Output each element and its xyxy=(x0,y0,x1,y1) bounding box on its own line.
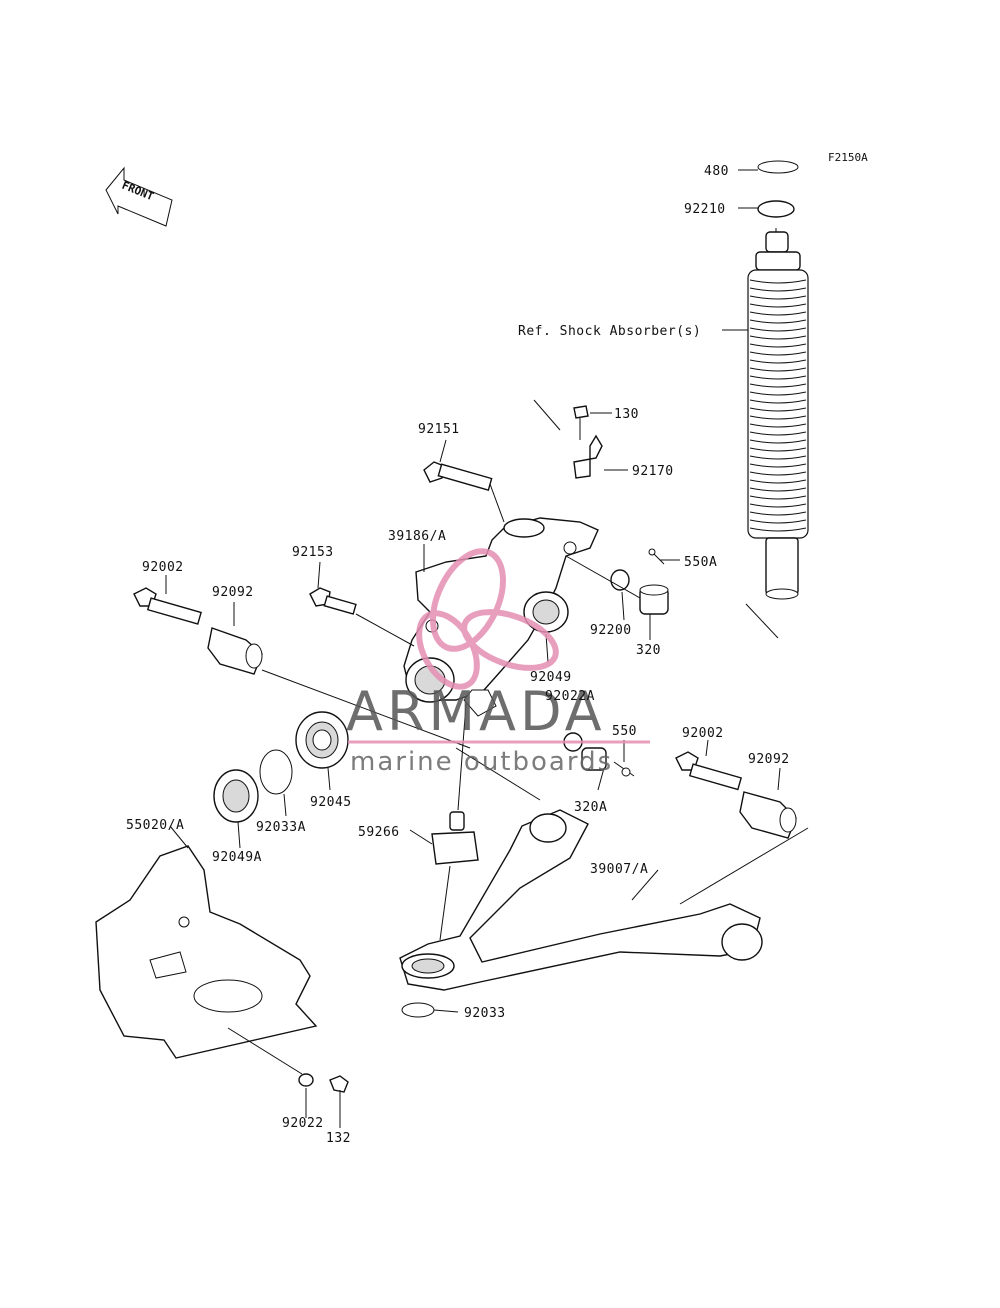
spring-coil xyxy=(749,391,807,396)
clamp-92170 xyxy=(573,434,603,479)
label-92153: 92153 xyxy=(292,545,334,560)
watermark-title: ARMADA xyxy=(346,680,606,743)
spring-coil xyxy=(749,351,807,356)
leader-lines xyxy=(165,169,781,1128)
skid-plate-55020A xyxy=(95,845,318,1059)
label-shock-ref: Ref. Shock Absorber(s) xyxy=(518,324,701,339)
part-labels: 480 92210 Ref. Shock Absorber(s) 130 921… xyxy=(126,164,790,1146)
front-arrow-icon: FRONT xyxy=(105,166,173,227)
bolt-92002-right xyxy=(675,751,743,791)
spring-coil xyxy=(749,487,807,492)
spring-coil xyxy=(749,415,807,420)
label-480: 480 xyxy=(704,164,729,179)
spring-coil xyxy=(749,495,807,500)
nut-320 xyxy=(639,584,669,615)
bearing-92045 xyxy=(295,711,349,769)
spring-coil xyxy=(749,455,807,460)
spring-coil xyxy=(749,335,807,340)
spring-coil xyxy=(749,503,807,508)
label-92002-left: 92002 xyxy=(142,560,184,575)
spring-coil xyxy=(749,431,807,436)
spring-coil xyxy=(749,303,807,308)
label-92049: 92049 xyxy=(530,670,572,685)
spring-coil xyxy=(749,367,807,372)
label-320A: 320A xyxy=(574,800,607,815)
spring-coil xyxy=(749,375,807,380)
label-92022A: 92022A xyxy=(545,689,595,704)
spring-coil xyxy=(749,471,807,476)
spring-coil xyxy=(749,463,807,468)
spring-coil xyxy=(749,311,807,316)
label-55020A: 55020/A xyxy=(126,818,184,833)
label-132: 132 xyxy=(326,1131,351,1146)
label-92002-right: 92002 xyxy=(682,726,724,741)
nut-320A xyxy=(581,747,607,771)
seal-92049A xyxy=(213,769,259,823)
spring-coil xyxy=(749,343,807,348)
spring-coil xyxy=(749,287,807,292)
spring-coil xyxy=(749,295,807,300)
cotter-pin-550 xyxy=(613,761,635,777)
label-550: 550 xyxy=(612,724,637,739)
propeller-logo-icon xyxy=(416,548,559,690)
spring-coil xyxy=(749,359,807,364)
bolt-92153 xyxy=(309,587,415,647)
label-550A: 550A xyxy=(684,555,717,570)
label-92210: 92210 xyxy=(684,202,726,217)
spring-coil xyxy=(749,279,807,284)
washer-92022 xyxy=(298,1073,314,1087)
spring-coil xyxy=(749,407,807,412)
bolt-92151 xyxy=(423,461,505,523)
label-92151: 92151 xyxy=(418,422,460,437)
label-92033: 92033 xyxy=(464,1006,506,1021)
a-arm-39007A xyxy=(399,809,763,991)
label-92033A: 92033A xyxy=(256,820,306,835)
label-39186A: 39186/A xyxy=(388,529,446,544)
spring-coil xyxy=(749,527,807,532)
bushing-92092-right xyxy=(739,791,797,839)
label-92049A: 92049A xyxy=(212,850,262,865)
spring-coil xyxy=(749,383,807,388)
label-59266: 59266 xyxy=(358,825,400,840)
watermark-subtitle: marine outboards xyxy=(350,747,613,777)
label-92022: 92022 xyxy=(282,1116,324,1131)
snap-ring-480 xyxy=(757,160,799,174)
ball-joint-59266 xyxy=(431,703,479,865)
circlip-92033A xyxy=(259,749,293,795)
spring-coil xyxy=(749,519,807,524)
bushing-92092-left xyxy=(207,627,263,675)
figure-code: F2150A xyxy=(828,151,868,164)
cotter-pin-550A xyxy=(648,548,665,565)
armada-watermark: ARMADA marine outboards xyxy=(346,548,650,777)
label-320: 320 xyxy=(636,643,661,658)
spring-coil xyxy=(749,447,807,452)
circlip-92033 xyxy=(401,1002,435,1018)
label-92045: 92045 xyxy=(310,795,352,810)
spring-coil xyxy=(749,439,807,444)
label-92092-left: 92092 xyxy=(212,585,254,600)
label-92170: 92170 xyxy=(632,464,674,479)
spring-coil xyxy=(749,479,807,484)
bolt-132 xyxy=(329,1075,349,1116)
spring-coil xyxy=(749,399,807,404)
spring-coil xyxy=(749,423,807,428)
label-130: 130 xyxy=(614,407,639,422)
label-92200: 92200 xyxy=(590,623,632,638)
spring-coil xyxy=(749,511,807,516)
nut-92210 xyxy=(757,200,795,218)
spring-coil xyxy=(749,327,807,332)
spring-coil xyxy=(749,319,807,324)
shock-absorber xyxy=(747,160,809,600)
label-39007A: 39007/A xyxy=(590,862,648,877)
label-92092-right: 92092 xyxy=(748,752,790,767)
bolt-92002-left xyxy=(133,587,202,625)
bolt-130 xyxy=(573,405,589,440)
washer-92200 xyxy=(610,569,630,591)
